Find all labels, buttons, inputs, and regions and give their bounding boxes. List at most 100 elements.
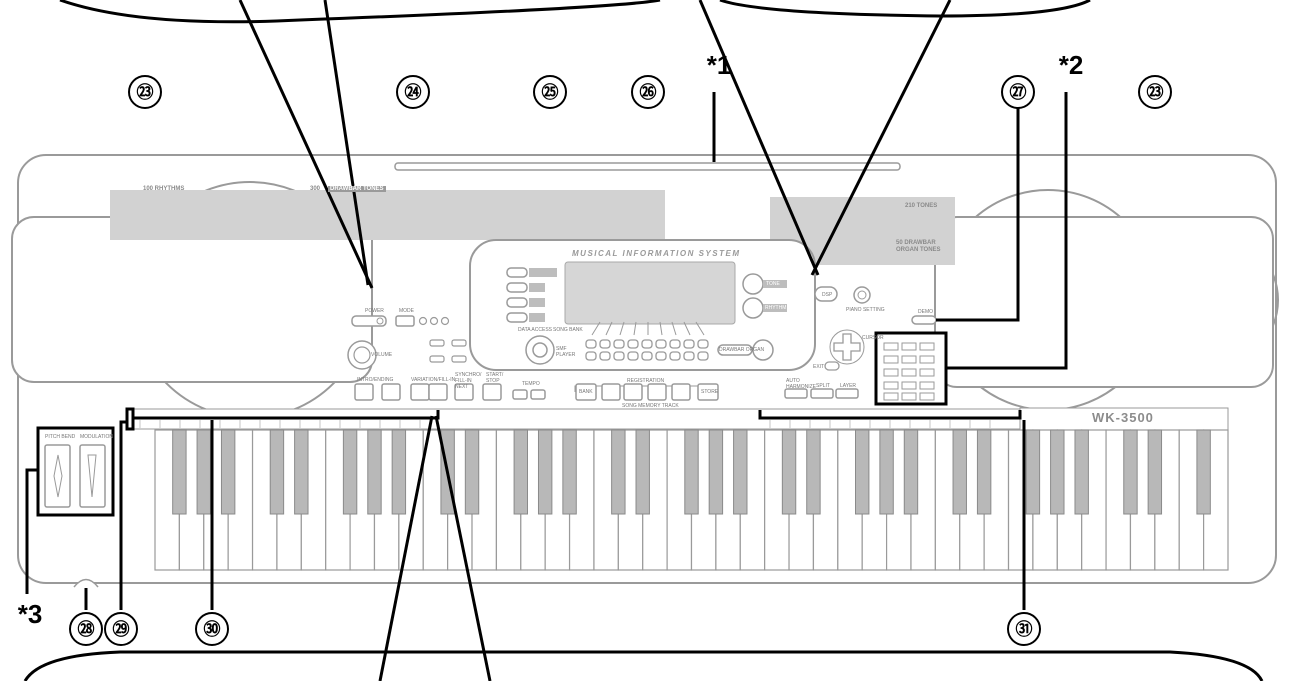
keyboard-keys[interactable] bbox=[154, 429, 1229, 571]
drawbar-feet bbox=[591, 321, 705, 336]
callout-star-3: *3 bbox=[17, 599, 43, 629]
power-label: POWER bbox=[365, 308, 384, 314]
pitch-bend-label: PITCH BEND bbox=[45, 434, 76, 440]
black-key[interactable] bbox=[854, 429, 870, 515]
power-indicator bbox=[376, 317, 384, 325]
rhythm-knob-text: RHYTHM bbox=[765, 305, 787, 311]
black-key[interactable] bbox=[172, 429, 187, 515]
registration-label: REGISTRATION bbox=[627, 378, 665, 384]
tone-knob-label bbox=[763, 280, 787, 288]
piano-setting-button-inner bbox=[857, 290, 867, 300]
registration-buttons[interactable] bbox=[575, 383, 719, 401]
layer-label: LAYER bbox=[840, 383, 857, 389]
tempo-buttons[interactable] bbox=[512, 389, 546, 400]
store-label: STORE bbox=[701, 389, 719, 395]
callout-29: ㉙ bbox=[104, 612, 138, 646]
tempo-label: TEMPO bbox=[522, 381, 540, 387]
black-key[interactable] bbox=[464, 429, 480, 515]
black-key[interactable] bbox=[635, 429, 650, 515]
mode-label: MODE bbox=[399, 308, 414, 314]
dsp-button[interactable] bbox=[814, 286, 838, 302]
carry-slot bbox=[394, 162, 901, 171]
black-key[interactable] bbox=[513, 429, 529, 515]
black-key[interactable] bbox=[1025, 429, 1041, 515]
black-key[interactable] bbox=[1050, 429, 1065, 515]
panel-small-buttons[interactable] bbox=[429, 339, 467, 363]
black-key[interactable] bbox=[220, 429, 236, 515]
demo-button[interactable] bbox=[911, 315, 937, 325]
drawbar-organ-button[interactable] bbox=[717, 344, 753, 356]
black-key[interactable] bbox=[1147, 429, 1163, 515]
cursor-pad[interactable] bbox=[833, 333, 861, 361]
dsp-label: DSP bbox=[822, 292, 833, 298]
black-key[interactable] bbox=[976, 429, 992, 515]
drawbar-organ-knob[interactable] bbox=[752, 339, 774, 361]
black-key[interactable] bbox=[952, 429, 967, 515]
volume-label: VOLUME bbox=[371, 352, 393, 358]
drawbar-organ-label-1: 50 DRAWBAR bbox=[896, 240, 936, 246]
song-bank-label: SONG BANK bbox=[553, 327, 583, 333]
drawbar-sliders[interactable] bbox=[585, 339, 709, 361]
smf-player-label: SMF PLAYER bbox=[556, 346, 576, 358]
modulation-label: MODULATION bbox=[80, 434, 113, 440]
key-label-ticks bbox=[139, 420, 991, 428]
black-key[interactable] bbox=[562, 429, 577, 515]
intro-ending-label: INTRO/ENDING bbox=[357, 377, 394, 383]
demo-label: DEMO bbox=[918, 309, 933, 315]
callout-28: ㉘ bbox=[69, 612, 103, 646]
mode-lamps bbox=[418, 316, 450, 326]
black-key[interactable] bbox=[903, 429, 919, 515]
black-key[interactable] bbox=[781, 429, 797, 515]
volume-knob-inner bbox=[353, 346, 371, 364]
synchro-label: SYNCHRO/ FILL-IN NEXT bbox=[455, 372, 482, 390]
black-key[interactable] bbox=[342, 429, 358, 515]
top-left-bubble bbox=[59, 0, 661, 24]
black-key[interactable] bbox=[1196, 429, 1211, 515]
tone-list-panel-right-lower bbox=[790, 225, 955, 265]
lcd-screen bbox=[564, 261, 736, 325]
harmonize-split-layer-buttons[interactable] bbox=[784, 388, 859, 399]
black-key[interactable] bbox=[684, 429, 699, 515]
callout-25: ㉕ bbox=[533, 75, 567, 109]
variation-fill-label: VARIATION/FILL-IN bbox=[411, 377, 456, 383]
mode-button[interactable] bbox=[395, 315, 415, 327]
black-key[interactable] bbox=[537, 429, 553, 515]
start-stop-label: START/ STOP bbox=[486, 372, 504, 384]
black-key[interactable] bbox=[1074, 429, 1089, 515]
exit-button[interactable] bbox=[824, 361, 840, 371]
display-left-labels bbox=[529, 268, 557, 322]
callout-23-left: ㉓ bbox=[128, 75, 162, 109]
display-left-buttons bbox=[506, 267, 528, 323]
phones-jack[interactable] bbox=[73, 578, 99, 588]
drawbar-organ-label-2: ORGAN TONES bbox=[896, 247, 941, 253]
rhythm-knob[interactable] bbox=[742, 297, 764, 319]
black-key[interactable] bbox=[367, 429, 382, 515]
black-key[interactable] bbox=[733, 429, 748, 515]
black-key[interactable] bbox=[611, 429, 626, 515]
callout-star-2: *2 bbox=[1058, 50, 1084, 80]
black-key[interactable] bbox=[269, 429, 285, 515]
tone-list-panel-center bbox=[465, 190, 665, 240]
number-pad-keys[interactable] bbox=[883, 342, 935, 401]
black-key[interactable] bbox=[806, 429, 821, 515]
black-key[interactable] bbox=[196, 429, 211, 515]
black-key[interactable] bbox=[294, 429, 309, 515]
drawbar-organ-button-label: DRAWBAR ORGAN bbox=[719, 347, 765, 353]
callout-23-right: ㉓ bbox=[1138, 75, 1172, 109]
rhythm-control-buttons[interactable] bbox=[354, 383, 502, 401]
callout-31: ㉛ bbox=[1007, 612, 1041, 646]
black-key[interactable] bbox=[708, 429, 724, 515]
tone-knob-text: TONE bbox=[766, 281, 780, 287]
auto-harmonize-label: AUTO HARMONIZE bbox=[786, 378, 816, 390]
black-key[interactable] bbox=[1123, 429, 1138, 515]
black-key[interactable] bbox=[391, 429, 407, 515]
callout-24: ㉔ bbox=[396, 75, 430, 109]
power-button[interactable] bbox=[351, 315, 387, 327]
display-title: MUSICAL INFORMATION SYSTEM bbox=[572, 249, 741, 258]
cursor-label: CURSOR bbox=[862, 335, 884, 341]
smf-player-dial-inner bbox=[532, 342, 548, 358]
split-label: SPLIT bbox=[816, 383, 830, 389]
black-key[interactable] bbox=[879, 429, 894, 515]
tone-knob[interactable] bbox=[742, 273, 764, 295]
